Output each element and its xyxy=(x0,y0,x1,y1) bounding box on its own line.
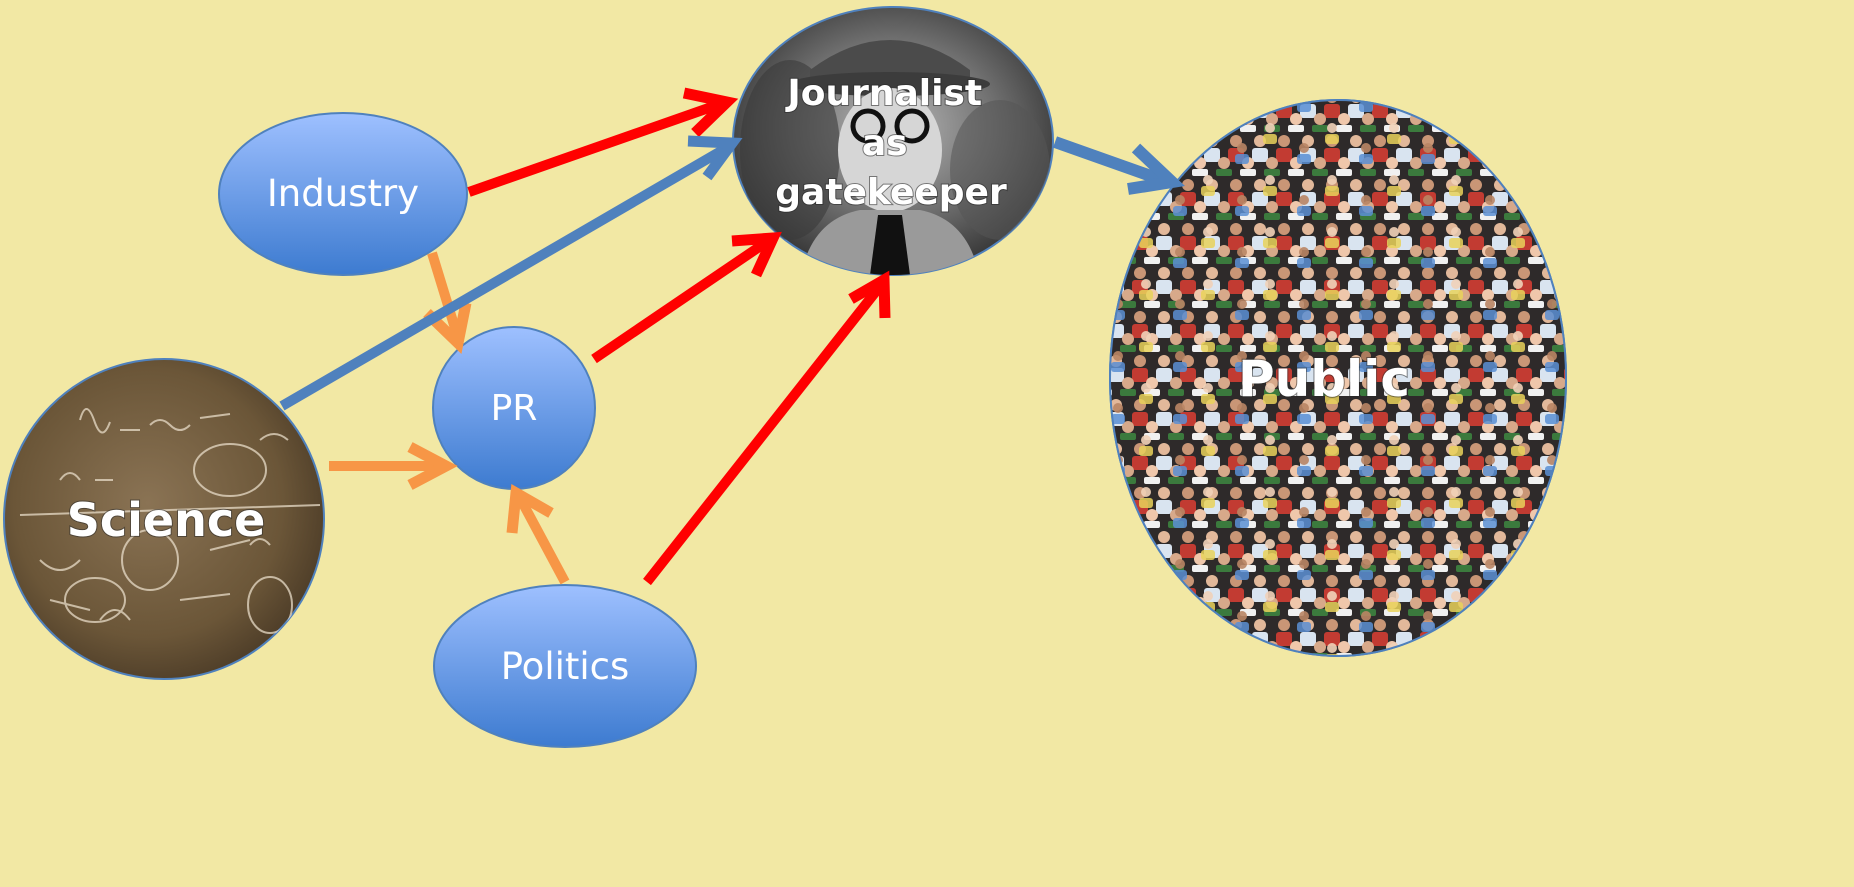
edge-science-pr xyxy=(329,442,458,490)
edge-politics-pr xyxy=(506,484,570,585)
politics-node: Politics xyxy=(433,584,697,748)
journalist-label: Journalist as gatekeeper xyxy=(775,73,1007,213)
crowd-photo-decoration xyxy=(1110,100,1566,656)
chalk-equations-decoration xyxy=(19,408,321,634)
industry-label: Industry xyxy=(267,172,419,215)
journalist-node: Journalist as gatekeeper xyxy=(732,6,1054,276)
journalist-portrait-decoration xyxy=(740,40,1050,275)
edge-industry-journalist xyxy=(467,87,739,197)
edge-science-journalist xyxy=(279,135,743,411)
edge-politics-journalist xyxy=(643,270,891,586)
public-label: Public xyxy=(1238,350,1410,408)
public-node: Public xyxy=(1109,99,1567,657)
politics-label: Politics xyxy=(501,645,630,688)
industry-node: Industry xyxy=(218,112,468,276)
pr-node: PR xyxy=(432,326,596,490)
edge-journalist-public xyxy=(1052,136,1185,195)
edge-pr-journalist xyxy=(591,231,782,364)
pr-label: PR xyxy=(491,388,538,429)
edge-industry-pr xyxy=(423,251,472,354)
science-node: Science xyxy=(3,358,325,680)
science-label: Science xyxy=(67,493,266,547)
